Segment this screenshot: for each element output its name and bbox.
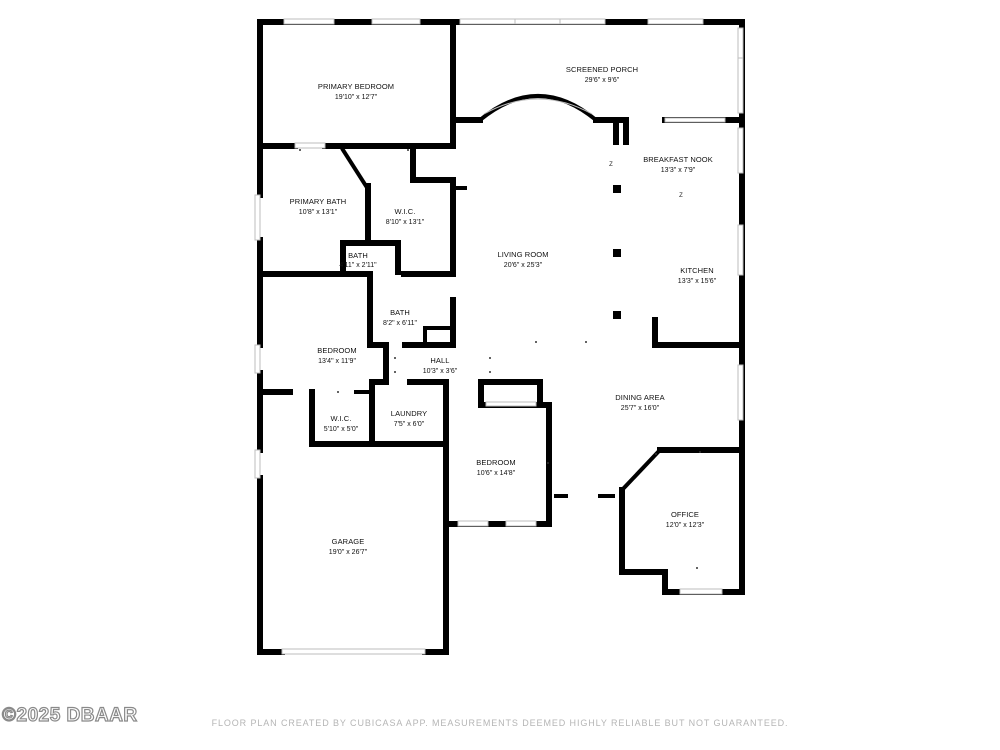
hall-dims: 10'3" x 3'6" [423,368,458,375]
interior-walls [257,19,745,575]
wic-primary-dims: 8'10" x 13'1" [386,219,425,226]
primary-bath-name: PRIMARY BATH [290,197,347,206]
fridge-mark-1: Z [609,162,613,168]
kitchen-name: KITCHEN [680,266,714,275]
bath-dims: 8'2" x 6'11" [383,320,417,327]
living-room-name: LIVING ROOM [497,250,548,259]
bedroom-2-dims: 10'6" x 14'8" [477,470,516,477]
laundry-dims: 7'5" x 6'0" [394,421,425,428]
bath-small-dims: 4'11" x 2'11" [339,262,377,269]
bay-window-arc [478,94,598,122]
bath-small-name: BATH [348,251,368,260]
disclaimer-text: FLOOR PLAN CREATED BY CUBICASA APP. MEAS… [211,718,789,728]
garage-name: GARAGE [332,537,365,546]
bedroom-1-dims: 13'4" x 11'9" [318,358,356,365]
copyright-watermark: ©2025 DBAAR [1,704,138,726]
windows [254,18,744,655]
primary-bath-dims: 10'8" x 13'1" [299,209,338,216]
wic-small-name: W.I.C. [330,414,351,423]
kitchen-dims: 13'3" x 15'6" [678,278,717,285]
office-name: OFFICE [671,510,699,519]
laundry-name: LAUNDRY [391,409,427,418]
screened-porch-name: SCREENED PORCH [566,65,638,74]
primary-bedroom-dims: 19'10" x 12'7" [335,94,378,101]
wic-small-dims: 5'10" x 5'0" [324,426,359,433]
fixture-dots [299,149,701,569]
dining-area-name: DINING AREA [615,393,664,402]
bedroom-2-name: BEDROOM [476,458,515,467]
room-labels: PRIMARY BEDROOM 19'10" x 12'7" SCREENED … [290,65,717,556]
breakfast-nook-dims: 13'3" x 7'9" [661,167,696,174]
living-room-dims: 20'6" x 25'3" [504,262,543,269]
hall-name: HALL [430,356,449,365]
garage-dims: 19'0" x 26'7" [329,549,368,556]
primary-bedroom-name: PRIMARY BEDROOM [318,82,394,91]
dining-area-dims: 25'7" x 16'0" [621,405,660,412]
exterior-walls [257,19,745,655]
office-dims: 12'0" x 12'3" [666,522,705,529]
bath-name: BATH [390,308,410,317]
screened-porch-dims: 29'6" x 9'6" [585,77,620,84]
fridge-mark-2: Z [679,193,683,199]
bedroom-1-name: BEDROOM [317,346,356,355]
wic-primary-name: W.I.C. [394,207,415,216]
breakfast-nook-name: BREAKFAST NOOK [643,155,713,164]
columns [613,185,621,319]
